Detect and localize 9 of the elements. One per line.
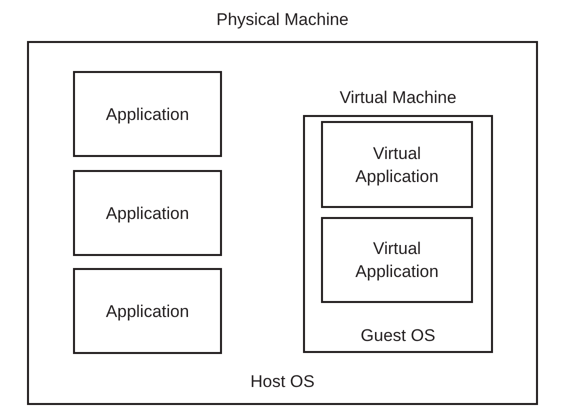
application-box: Application xyxy=(73,268,222,354)
application-box: Virtual Application xyxy=(321,217,473,303)
application-box: Virtual Application xyxy=(321,121,473,208)
frame-title: Physical Machine xyxy=(216,9,349,31)
application-box: Application xyxy=(73,71,222,157)
inner-frame-title: Virtual Machine xyxy=(340,87,456,109)
inner-frame-label: Guest OS xyxy=(360,325,436,347)
frame-label: Host OS xyxy=(250,371,315,393)
application-box: Application xyxy=(73,170,222,256)
